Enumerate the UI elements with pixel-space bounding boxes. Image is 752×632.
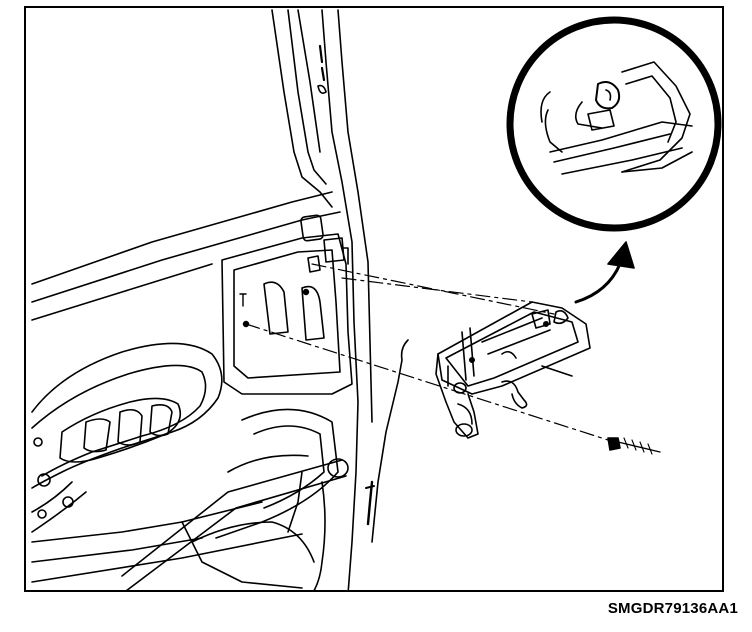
latch-rod — [365, 339, 409, 543]
detail-callout-arrow — [574, 241, 635, 304]
door-inner-panel — [221, 214, 353, 395]
lower-door-structure — [121, 408, 349, 590]
latch-assembly — [435, 301, 591, 439]
magnified-detail-circle — [506, 16, 722, 232]
door-latch-illustration — [31, 9, 722, 590]
alignment-lines — [245, 263, 609, 441]
diagram-frame — [24, 6, 724, 592]
door-pillar — [271, 9, 373, 590]
mounting-bolt — [607, 437, 661, 455]
figure-code-label: SMGDR79136AA1 — [607, 600, 738, 617]
window-sill — [31, 191, 341, 321]
door-handle-cavity — [31, 342, 303, 583]
